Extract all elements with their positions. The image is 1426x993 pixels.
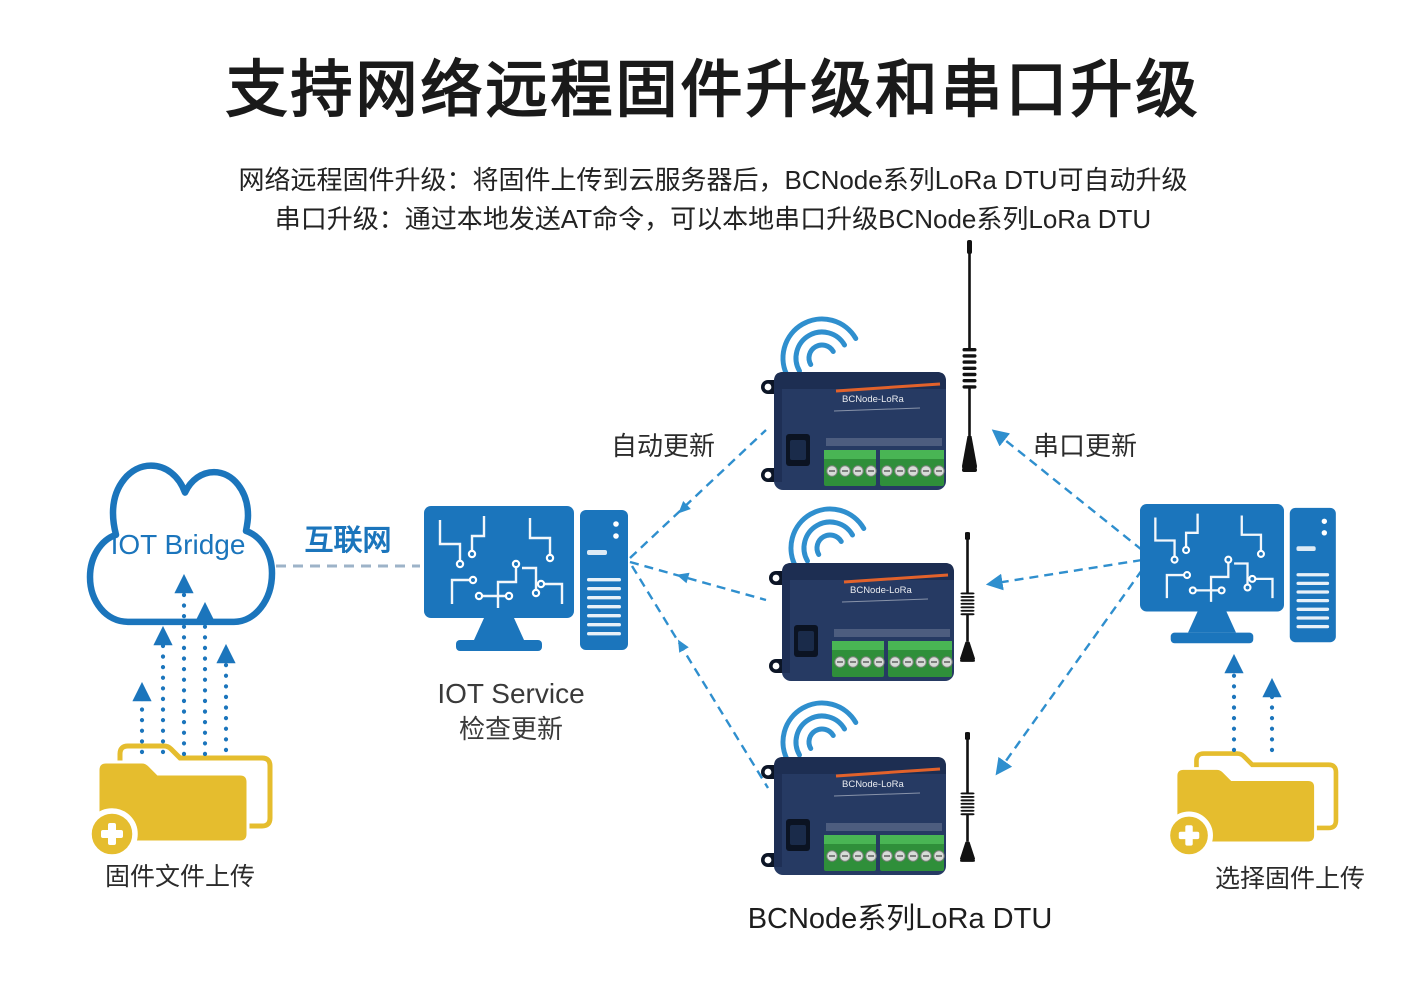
lora-dtu-device-icon-1 (759, 370, 948, 492)
internet-label: 互联网 (304, 525, 392, 557)
subtitle-line-2: 串口升级：通过本地发送AT命令，可以本地串口升级BCNode系列LoRa DTU (274, 204, 1152, 234)
auto-update-arrowheads (676, 501, 691, 653)
antenna-icon-1 (962, 240, 977, 472)
iot-bridge-cloud-icon (90, 466, 272, 622)
firmware-folder-icon-left (89, 746, 270, 857)
serial-pc-computer-icon (1138, 502, 1337, 645)
wifi-signal-icon-3 (769, 689, 856, 762)
antenna-icon-2 (960, 532, 975, 662)
antenna-icon-3 (960, 732, 975, 862)
upload-left-label: 固件文件上传 (104, 863, 255, 891)
subtitle-line-1: 网络远程固件升级：将固件上传到云服务器后，BCNode系列LoRa DTU可自动… (238, 165, 1188, 195)
serial-update-label: 串口更新 (1032, 431, 1137, 461)
wifi-signal-icon-2 (777, 495, 864, 568)
device-badge-3: BCNode-LoRa (842, 779, 904, 790)
iot-service-label: IOT Service (437, 678, 585, 709)
auto-update-links (629, 429, 770, 789)
upload-arrows-right (1224, 653, 1282, 753)
auto-update-label: 自动更新 (610, 431, 715, 461)
iot-service-computer-icon (422, 504, 630, 653)
device-badge-2: BCNode-LoRa (850, 585, 912, 596)
page-title: 支持网络远程固件升级和串口升级 (225, 56, 1201, 125)
device-series-label: BCNode系列LoRa DTU (747, 903, 1053, 935)
upload-right-label: 选择固件上传 (1214, 865, 1365, 893)
lora-dtu-device-icon-3 (759, 755, 948, 877)
wifi-signal-icon-1 (769, 305, 856, 378)
serial-update-links (985, 429, 1143, 776)
lora-dtu-device-icon-2 (767, 561, 956, 683)
check-update-label: 检查更新 (458, 714, 563, 744)
upload-arrows-left (132, 573, 236, 757)
firmware-folder-icon-right (1168, 754, 1336, 857)
cloud-label: IOT Bridge (110, 529, 246, 560)
device-badge-1: BCNode-LoRa (842, 394, 904, 405)
